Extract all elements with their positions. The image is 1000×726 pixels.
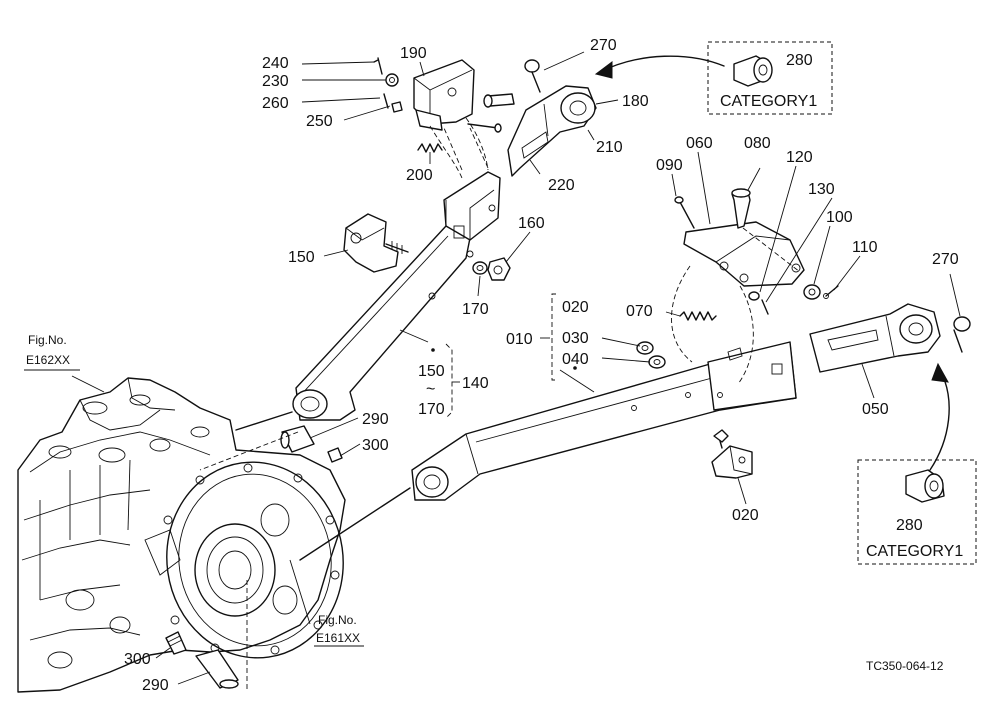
- figure-references: Fig.No. E162XX Fig.No. E161XX: [26, 333, 360, 645]
- lower-link: [411, 265, 941, 501]
- pin-270-right: [953, 316, 971, 353]
- category-labels: CATEGORY1 CATEGORY1: [720, 93, 963, 560]
- check-bracket-060: [636, 188, 839, 369]
- label-270-right: 270: [932, 251, 959, 268]
- label-010: 010: [506, 331, 533, 348]
- label-280-bottom: 280: [896, 517, 923, 534]
- label-150-range: 150: [418, 363, 445, 380]
- label-200: 200: [406, 167, 433, 184]
- label-100: 100: [826, 209, 853, 226]
- clevis-020-bottom: [711, 429, 753, 479]
- label-030: 030: [562, 330, 589, 347]
- label-150: 150: [288, 249, 315, 266]
- label-120: 120: [786, 149, 813, 166]
- label-050: 050: [862, 401, 889, 418]
- label-230: 230: [262, 73, 289, 90]
- bracket-010: [540, 293, 595, 393]
- label-140: 140: [462, 375, 489, 392]
- part-labels: 240 230 260 250 190 270 280 180 210 220 …: [124, 37, 959, 694]
- label-110: 110: [852, 239, 878, 256]
- label-170: 170: [462, 301, 489, 318]
- label-070: 070: [626, 303, 653, 320]
- drawing-code: TC350-064-12: [866, 659, 944, 673]
- label-270-top: 270: [590, 37, 617, 54]
- label-160: 160: [518, 215, 545, 232]
- fig-ref-e162-title: Fig.No.: [28, 333, 67, 347]
- fig-ref-e161-code: E161XX: [316, 631, 360, 645]
- connection-lines: [199, 411, 411, 561]
- transmission-housing: [17, 377, 346, 693]
- label-250: 250: [306, 113, 333, 130]
- label-060: 060: [686, 135, 713, 152]
- arrow-category-bottom: [929, 362, 950, 471]
- fig-ref-e162-code: E162XX: [26, 353, 70, 367]
- label-290-lower: 290: [142, 677, 169, 694]
- fig-ref-e161-title: Fig.No.: [318, 613, 357, 627]
- label-260: 260: [262, 95, 289, 112]
- bolt-300-upper: [327, 447, 343, 463]
- label-300-upper: 300: [362, 437, 389, 454]
- bracket-140: [399, 329, 460, 419]
- leader-lines: [24, 51, 961, 685]
- label-040: 040: [562, 351, 589, 368]
- label-020-top: 020: [562, 299, 589, 316]
- range-tilde: ~: [426, 381, 435, 398]
- category-label-bottom: CATEGORY1: [866, 543, 963, 560]
- label-080: 080: [744, 135, 771, 152]
- label-020-bottom: 020: [732, 507, 759, 524]
- label-240: 240: [262, 55, 289, 72]
- category-label-top: CATEGORY1: [720, 93, 817, 110]
- label-180: 180: [622, 93, 649, 110]
- label-190: 190: [400, 45, 427, 62]
- bolt-300-lower: [165, 631, 187, 655]
- clevis-150: [343, 213, 409, 273]
- category-box-bottom: [857, 459, 977, 565]
- arrow-category-top: [594, 55, 725, 79]
- label-210: 210: [596, 139, 623, 156]
- label-170-range: 170: [418, 401, 445, 418]
- label-280-top: 280: [786, 52, 813, 69]
- label-220: 220: [548, 177, 575, 194]
- label-090: 090: [656, 157, 683, 174]
- lift-bracket-190: [373, 57, 515, 179]
- label-130: 130: [808, 181, 835, 198]
- label-300-lower: 300: [124, 651, 151, 668]
- bushing-290-upper: [280, 425, 315, 453]
- washer-170-nut-160: [472, 257, 511, 281]
- pin-270-top: [524, 59, 541, 93]
- top-link-end-180: [507, 85, 597, 177]
- lift-rod-left: [292, 127, 501, 421]
- bushing-290-lower: [195, 649, 239, 689]
- category-box-top: [707, 41, 833, 115]
- label-290-upper: 290: [362, 411, 389, 428]
